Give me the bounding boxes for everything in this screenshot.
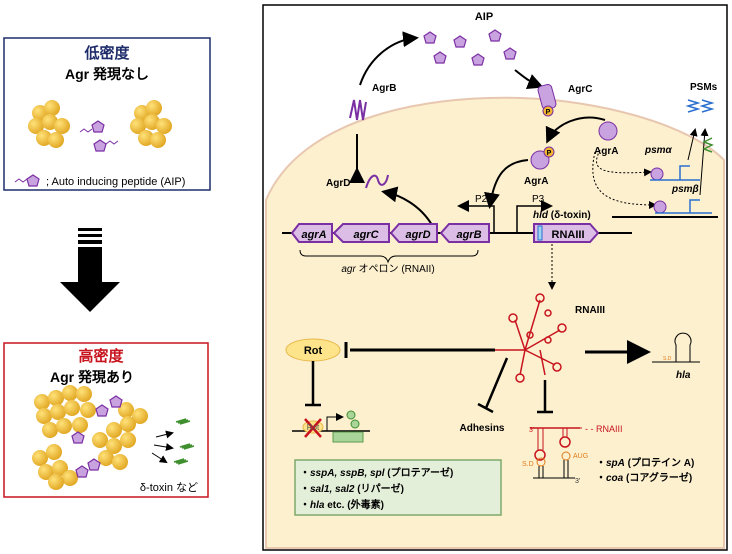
- gene-rnaiii: RNAIII: [533, 223, 600, 243]
- agra-label-2: AgrA: [594, 146, 618, 157]
- svg-text:3': 3': [529, 427, 534, 434]
- agra-protein-icon: [598, 121, 618, 141]
- hla-label: hla: [676, 370, 691, 381]
- hla-mrna-icon: S.D: [652, 332, 700, 363]
- agrd-peptide-icon: [365, 174, 389, 189]
- arrow-icon: [596, 149, 652, 177]
- psms-label: PSMs: [690, 82, 718, 93]
- high-density-title: 高密度: [78, 347, 124, 365]
- rnaiii-label: RNAIII: [575, 305, 605, 316]
- arrow-icon: [514, 69, 544, 89]
- rnaiii-small-label: - - RNAIII: [585, 424, 623, 434]
- svg-text:RNAIII: RNAIII: [552, 229, 585, 241]
- p2-label: P2: [475, 194, 488, 205]
- high-density-panel: 高密度 Agr 発現あり δ-toxin など: [3, 342, 209, 498]
- sd-label: S.D: [522, 461, 534, 468]
- down-arrow-icon: [60, 228, 120, 312]
- agrd-label: AgrD: [326, 178, 350, 189]
- gene-agrc: agrC: [332, 223, 390, 243]
- psmb-label: psmβ: [671, 184, 699, 195]
- svg-text:agrB: agrB: [456, 229, 481, 241]
- gene-agrd: agrD: [389, 223, 438, 243]
- high-density-caption: δ-toxin など: [140, 481, 198, 494]
- phosphate-label: P: [547, 150, 552, 157]
- delta-toxin-icon: [173, 418, 195, 465]
- bacteria-cluster: [130, 100, 172, 148]
- aip-icon: [79, 120, 105, 133]
- rot-target-item: ・sal1, sal2 (リパーゼ): [300, 482, 404, 495]
- low-density-panel: 低密度 Agr 発現なし ; Auto inducing peptide (AI…: [3, 37, 211, 191]
- agrb-label: AgrB: [372, 83, 396, 94]
- agra-protein-icon: [530, 150, 550, 170]
- arrow-icon: [484, 159, 529, 209]
- operon-brace: [299, 249, 479, 264]
- arrow-icon: [359, 31, 419, 86]
- svg-text:3': 3': [575, 478, 580, 485]
- arrow-icon: [151, 452, 168, 464]
- aug-label: AUG: [573, 453, 588, 460]
- adhesins-label: Adhesins: [459, 423, 504, 434]
- aip-legend-text: ; Auto inducing peptide (AIP): [46, 176, 185, 188]
- aip-icon: [93, 139, 119, 152]
- gene-agra: agrA: [290, 223, 333, 243]
- svg-text:agrC: agrC: [353, 229, 379, 241]
- p2-promoter-arrow: [457, 200, 495, 233]
- psm-helix-icon: [685, 99, 715, 153]
- agrb-protein-icon: [349, 99, 367, 121]
- hld-label: hld (δ-toxin): [533, 210, 591, 221]
- arrow-icon: [153, 443, 174, 451]
- low-density-title: 低密度: [83, 44, 130, 62]
- repression-line: [484, 357, 509, 409]
- gene-agrb: agrB: [439, 223, 490, 243]
- cell-membrane: [265, 96, 725, 549]
- aip-label: AIP: [475, 11, 493, 23]
- p3-label: P3: [532, 194, 545, 205]
- arrow-icon: [545, 116, 606, 144]
- rnaiii-structure-icon: [495, 293, 567, 383]
- agr-pathway-panel: AIP AgrB AgrD P AgrC P AgrA AgrA psmα ps…: [262, 4, 728, 551]
- target-spa: ・spA (プロテイン A): [596, 456, 694, 469]
- rot-target-item: ・hla etc. (外毒素): [300, 498, 384, 511]
- svg-text:P: P: [546, 109, 551, 116]
- cross-icon: [304, 418, 322, 438]
- psma-label: psmα: [644, 145, 673, 156]
- rnaiii-mrna-binding-icon: [530, 427, 582, 479]
- low-density-subtitle: Agr 発現なし: [65, 66, 149, 82]
- agra-label: AgrA: [524, 176, 548, 187]
- agrc-label: AgrC: [568, 84, 592, 95]
- high-density-subtitle: Agr 発現あり: [50, 369, 134, 385]
- arrow-icon: [155, 430, 174, 439]
- arrow-icon: [592, 151, 657, 209]
- arrow-icon: [381, 186, 433, 226]
- target-coa: ・coa (コアグラーゼ): [596, 471, 692, 484]
- rot-crossed-label: Rot: [307, 423, 320, 432]
- bacteria-cluster: [32, 385, 148, 490]
- p3-promoter-arrow: [516, 200, 553, 233]
- rot-inactive-icon: Rot: [292, 410, 370, 443]
- svg-text:S.D: S.D: [663, 356, 672, 362]
- operon-label: agr オペロン (RNAII): [341, 263, 434, 275]
- svg-text:agrA: agrA: [301, 229, 326, 241]
- aip-legend-icon: [14, 174, 40, 187]
- rot-targets-box: [294, 459, 502, 516]
- agrc-receptor-icon: P: [537, 83, 557, 117]
- svg-text:agrD: agrD: [405, 229, 430, 241]
- rot-target-item: ・sspA, sspB, spl (プロテアーゼ): [300, 466, 453, 479]
- rot-label: Rot: [304, 345, 323, 357]
- bacteria-cluster: [28, 100, 70, 148]
